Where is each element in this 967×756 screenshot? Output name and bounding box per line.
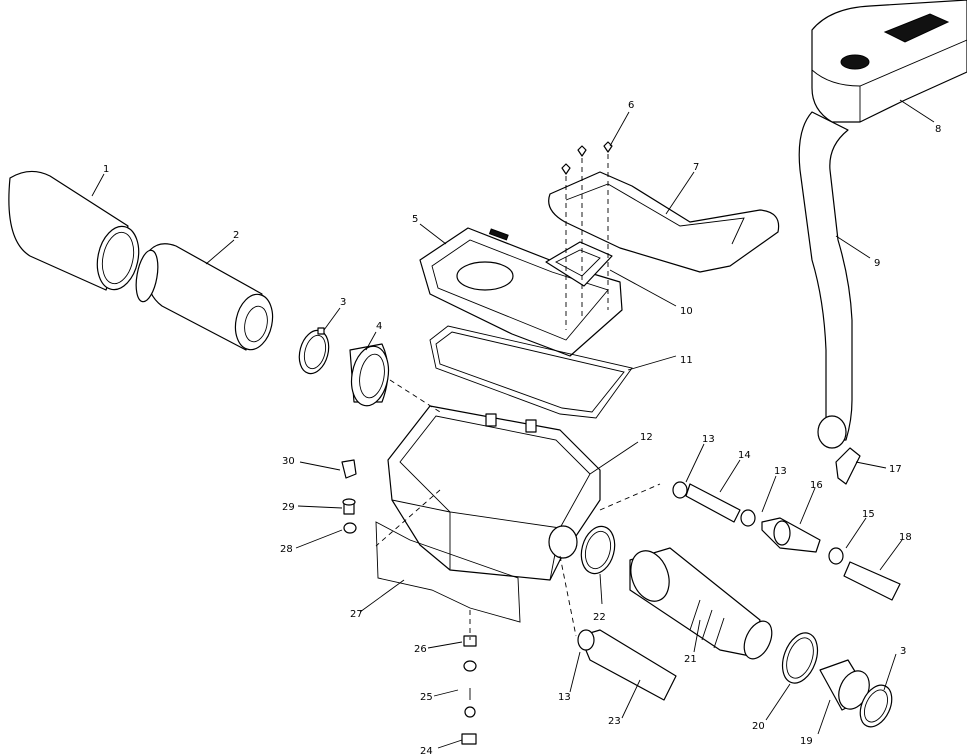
callout-12: 12 [640, 432, 653, 443]
part-26-fitting [463, 635, 477, 672]
part-8-intake-housing [811, 0, 967, 123]
callout-13c: 13 [558, 692, 571, 703]
part-7-cover [548, 171, 780, 273]
callout-13b: 13 [774, 466, 787, 477]
callout-14: 14 [738, 450, 751, 461]
callout-22: 22 [593, 612, 606, 623]
assembly-lines [375, 154, 661, 640]
part-20-ring [781, 632, 819, 684]
callout-30: 30 [282, 456, 295, 467]
callout-13a: 13 [702, 434, 715, 445]
part-30-bracket [341, 459, 357, 479]
part-12-airbox [387, 405, 601, 581]
callout-labels: 1 2 3 4 5 6 7 8 9 10 11 12 13 14 13 16 1… [103, 100, 941, 756]
callout-2: 2 [233, 230, 239, 241]
callout-3b: 3 [900, 646, 906, 657]
part-23-hose [577, 629, 677, 701]
callout-23: 23 [608, 716, 621, 727]
callout-15: 15 [862, 509, 875, 520]
part-13-clamp-b [740, 509, 756, 527]
callout-6: 6 [628, 100, 634, 111]
callout-1: 1 [103, 164, 109, 175]
part-29-bolt [342, 498, 356, 515]
callout-10: 10 [680, 306, 693, 317]
part-17-clamp [835, 447, 861, 485]
part-14-hose [685, 483, 741, 523]
callout-19: 19 [800, 736, 813, 747]
callout-28: 28 [280, 544, 293, 555]
callout-3: 3 [340, 297, 346, 308]
callout-21: 21 [684, 654, 697, 665]
callout-17: 17 [889, 464, 902, 475]
part-4-adapter [349, 343, 390, 407]
part-10-gasket [545, 241, 613, 287]
part-11-seal [429, 325, 633, 419]
callout-8: 8 [935, 124, 941, 135]
callout-18: 18 [899, 532, 912, 543]
part-1-filter-sleeve [8, 170, 140, 291]
part-3-clamp [298, 327, 330, 375]
callout-16: 16 [810, 480, 823, 491]
callout-25: 25 [420, 692, 433, 703]
part-6-screws [561, 141, 613, 175]
part-21-boot [629, 547, 773, 660]
callout-24: 24 [420, 746, 433, 756]
part-15-clamp [828, 547, 844, 565]
part-19-coupler [819, 659, 871, 711]
callout-5: 5 [412, 214, 418, 225]
callout-4: 4 [376, 321, 382, 332]
part-28-washer [343, 522, 357, 534]
part-24-clamp [461, 706, 477, 745]
part-22-seal-ring [580, 525, 616, 575]
part-9-intake-tube [798, 111, 853, 449]
callout-9: 9 [874, 258, 880, 269]
part-18-hose [843, 561, 901, 601]
callout-26: 26 [414, 644, 427, 655]
callout-20: 20 [752, 721, 765, 732]
callout-27: 27 [350, 609, 363, 620]
part-13-clamp-a [672, 481, 688, 499]
part-2-filter-element [135, 243, 274, 351]
part-3-clamp-right [859, 684, 893, 728]
part-27-panel [375, 521, 521, 623]
callout-29: 29 [282, 502, 295, 513]
leader-lines [91, 99, 935, 749]
part-16-valve [761, 517, 821, 553]
callout-7: 7 [693, 162, 699, 173]
callout-11: 11 [680, 355, 693, 366]
